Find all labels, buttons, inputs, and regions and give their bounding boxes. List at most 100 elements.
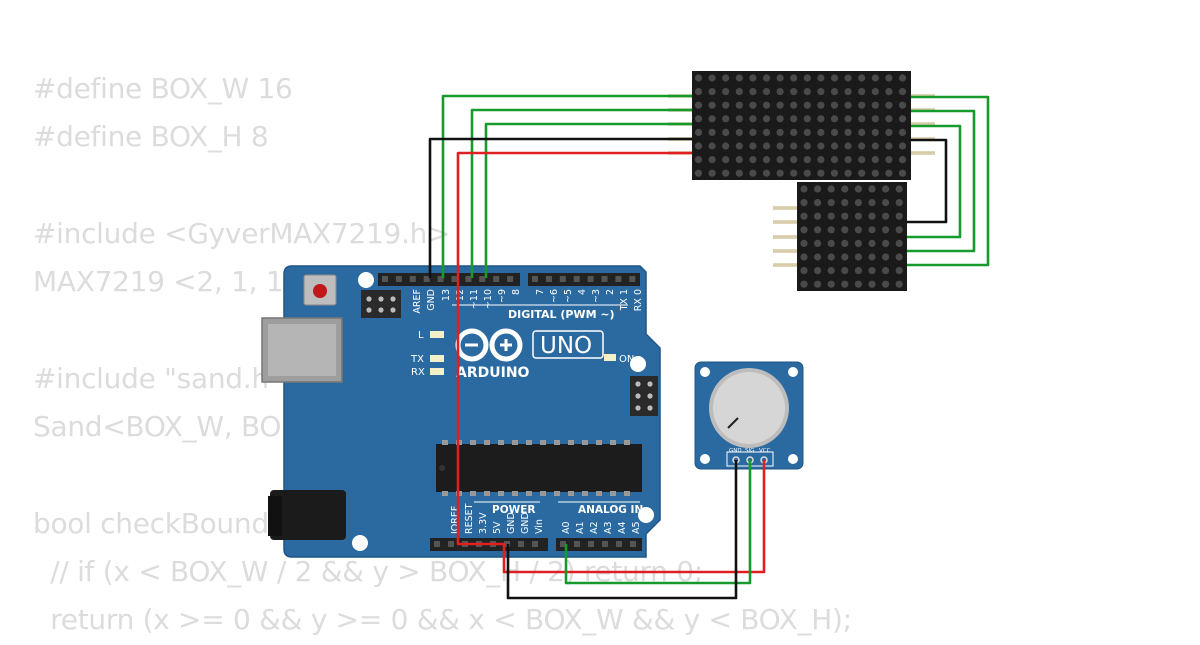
- header-hole[interactable]: [434, 541, 440, 547]
- wire-pot-sig[interactable]: [564, 460, 752, 585]
- header-hole[interactable]: [409, 276, 416, 282]
- led-dot: [817, 115, 825, 123]
- header-hole[interactable]: [507, 276, 514, 282]
- led-dot: [749, 128, 757, 136]
- header-hole[interactable]: [479, 276, 486, 282]
- header-hole[interactable]: [560, 541, 566, 547]
- led-dot: [817, 101, 825, 109]
- led-dot: [749, 74, 757, 82]
- led-label-tx: TX: [410, 354, 424, 365]
- led-dot: [895, 212, 903, 220]
- matrix-pin: [773, 263, 797, 267]
- led-dot: [841, 280, 849, 288]
- wire-chain-3[interactable]: [907, 124, 962, 239]
- led-dot: [898, 74, 907, 82]
- led-dot: [817, 156, 825, 164]
- wire-d11-din[interactable]: [470, 108, 692, 278]
- wire-pot-gnd[interactable]: [506, 460, 738, 600]
- header-hole[interactable]: [588, 541, 594, 547]
- led-dot: [871, 156, 879, 164]
- header-hole[interactable]: [574, 541, 580, 547]
- wire-gnd-matrix[interactable]: [428, 137, 692, 278]
- led-dot: [885, 156, 893, 164]
- wire-d12-din[interactable]: [441, 94, 692, 278]
- led-matrix-top[interactable]: [692, 71, 911, 180]
- led-dot: [790, 101, 798, 109]
- led-dot: [803, 128, 811, 136]
- led-dot: [858, 88, 866, 96]
- led-matrix-bottom[interactable]: [797, 182, 907, 291]
- header-hole[interactable]: [601, 276, 608, 282]
- code-line: MAX7219 <2, 1, 1: [33, 265, 284, 299]
- header-hole[interactable]: [532, 276, 538, 282]
- header-hole[interactable]: [395, 276, 402, 282]
- header-hole[interactable]: [573, 276, 580, 282]
- led-dot: [868, 226, 876, 234]
- led-dot: [694, 74, 703, 82]
- led-dot: [841, 253, 849, 261]
- atmega-chip: [436, 440, 642, 496]
- led-dot: [722, 142, 730, 150]
- wire-chain-gnd[interactable]: [907, 138, 948, 224]
- led-dot: [790, 128, 798, 136]
- bottom-pin-label: 3.3V: [478, 512, 489, 534]
- led-dot: [817, 142, 825, 150]
- led-dot: [694, 88, 703, 96]
- led-dot: [885, 128, 893, 136]
- header-hole[interactable]: [423, 276, 430, 282]
- analog-header[interactable]: [556, 538, 642, 551]
- led-dot: [762, 74, 771, 82]
- top-pin-label: 4: [577, 289, 588, 295]
- header-hole[interactable]: [493, 276, 500, 282]
- wire-d10-cs[interactable]: [484, 122, 692, 278]
- reset-button[interactable]: [303, 274, 337, 306]
- digital-header-right[interactable]: [528, 273, 640, 286]
- header-hole[interactable]: [616, 541, 622, 547]
- led-dot: [868, 253, 876, 261]
- header-hole[interactable]: [465, 276, 472, 282]
- potentiometer[interactable]: GND SIG VCC: [694, 361, 804, 470]
- led-dot: [800, 267, 808, 275]
- led-dot: [694, 169, 703, 177]
- led-dot: [814, 267, 822, 275]
- wire-chain-1[interactable]: [907, 95, 990, 267]
- header-hole[interactable]: [448, 541, 454, 547]
- led-dot: [803, 88, 811, 96]
- top-pin-label: ~10: [483, 289, 494, 309]
- uno-label: UNO: [540, 333, 592, 359]
- led-dot: [762, 115, 771, 123]
- header-hole[interactable]: [532, 541, 538, 547]
- chip-pin: [484, 440, 490, 445]
- top-pin-label: ~5: [563, 289, 574, 303]
- header-hole[interactable]: [451, 276, 458, 282]
- header-hole[interactable]: [587, 276, 594, 282]
- led-dot: [895, 226, 903, 234]
- led-dot: [708, 169, 716, 177]
- header-hole[interactable]: [382, 276, 388, 282]
- led-dot: [800, 226, 808, 234]
- led-dot: [827, 253, 835, 261]
- chip-pin: [568, 440, 574, 445]
- led-dot: [885, 88, 893, 96]
- header-hole[interactable]: [615, 276, 622, 282]
- header-hole[interactable]: [518, 541, 524, 547]
- header-hole[interactable]: [437, 276, 444, 282]
- top-pin-label: 12: [455, 289, 466, 301]
- led-dot: [858, 115, 866, 123]
- header-hole[interactable]: [602, 541, 608, 547]
- header-hole[interactable]: [630, 541, 636, 547]
- led-dot: [898, 169, 907, 177]
- chip-pin: [526, 491, 532, 496]
- led-dot: [827, 267, 835, 275]
- header-hole[interactable]: [545, 276, 552, 282]
- top-pin-label: 2: [605, 289, 616, 295]
- led-dot: [776, 74, 784, 82]
- led-dot: [814, 239, 822, 247]
- wire-chain-2[interactable]: [907, 109, 976, 253]
- header-hole[interactable]: [629, 276, 636, 282]
- wire-5v-matrix[interactable]: [456, 151, 692, 546]
- wire-pot-vcc[interactable]: [502, 460, 766, 574]
- top-pin-label: 8: [511, 289, 522, 295]
- header-hole[interactable]: [559, 276, 566, 282]
